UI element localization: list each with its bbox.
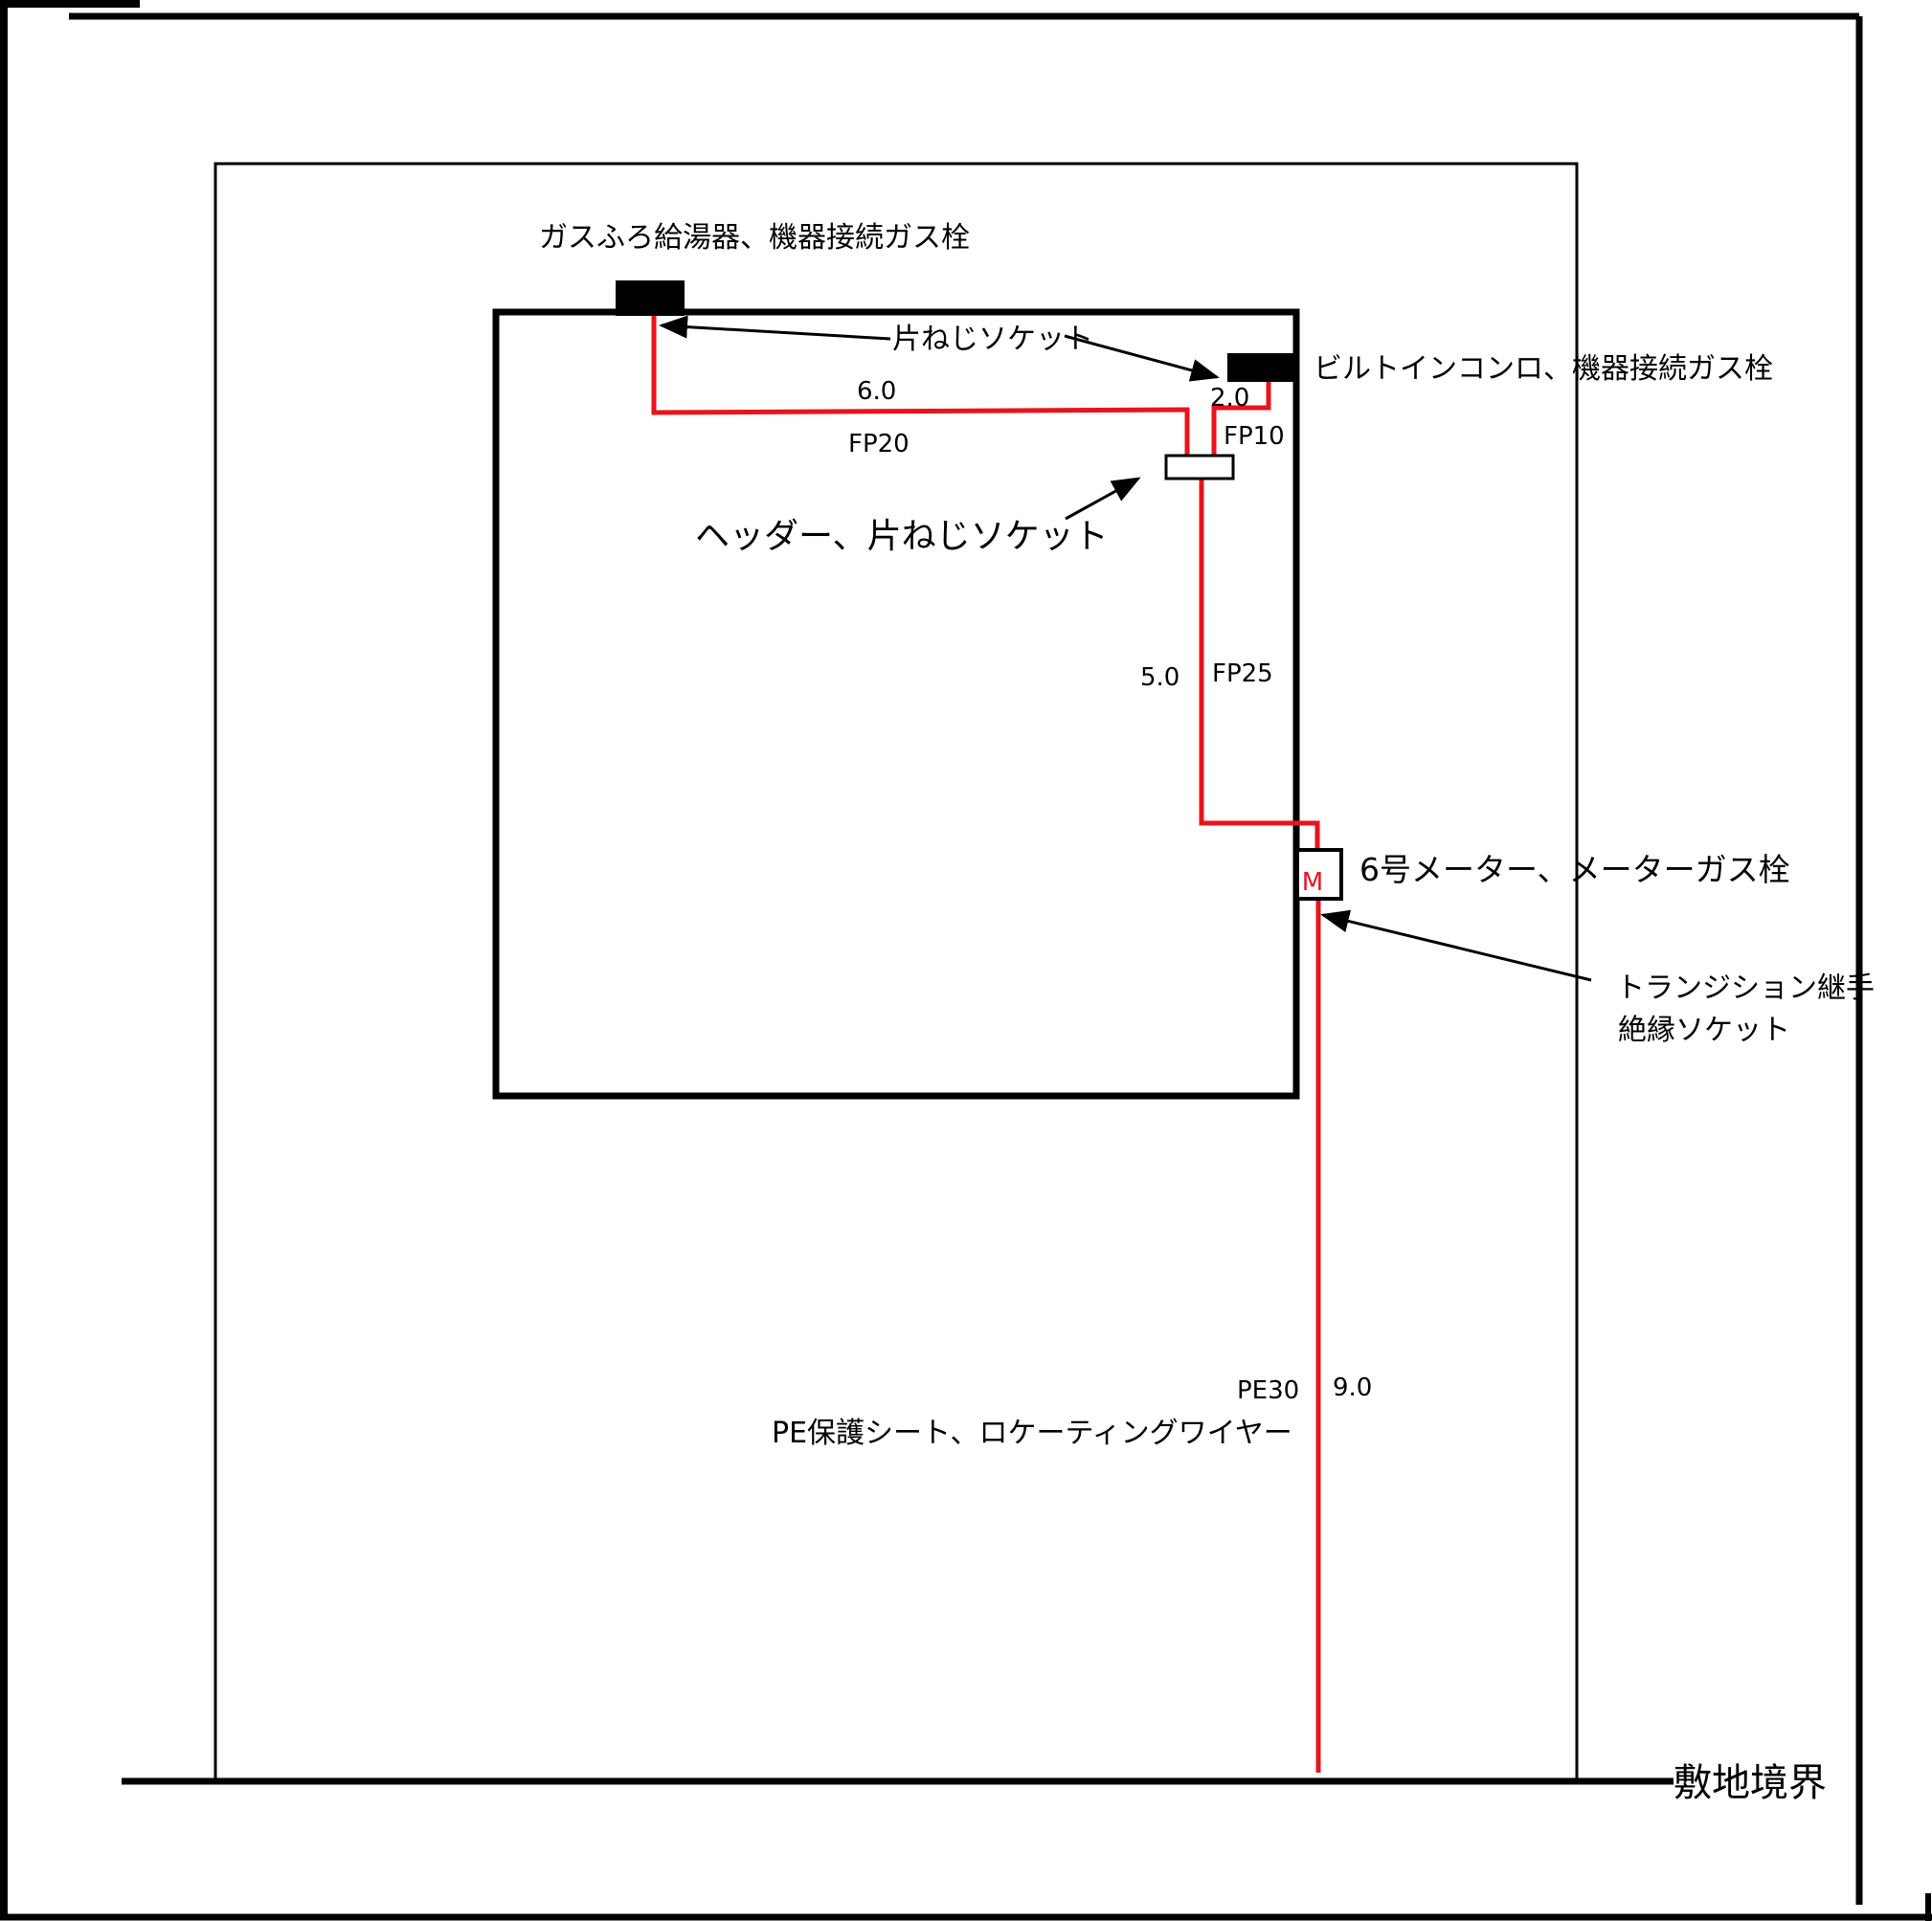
meter-symbol: M — [1302, 868, 1323, 897]
water-heater-label: ガスふろ給湯器、機器接続ガス栓 — [539, 221, 970, 255]
site-boundary-label: 敷地境界 — [1674, 1761, 1827, 1805]
fp25-type-label: FP25 — [1212, 659, 1273, 688]
arrow-to-header — [1065, 477, 1141, 521]
fp25-length-label: 5.0 — [1140, 663, 1179, 692]
fp20-length-label: 6.0 — [857, 377, 896, 406]
fp10-type-label: FP10 — [1224, 422, 1285, 451]
arrow-to-water-heater-socket — [659, 315, 891, 341]
arrow-to-stove-socket — [1064, 334, 1220, 382]
single-thread-socket-label: 片ねじソケット — [892, 323, 1093, 356]
pe30-length-label: 9.0 — [1333, 1374, 1372, 1402]
arrow-to-transition — [1320, 909, 1592, 982]
transition-joint-label: トランジション継手 — [1616, 972, 1875, 1005]
header-socket-label: ヘッダー、片ねじソケット — [695, 517, 1109, 556]
pipe-fp10 — [1211, 381, 1271, 456]
fp20-type-label: FP20 — [848, 430, 910, 458]
pe-protection-sheet-label: PE保護シート、ロケーティングワイヤー — [772, 1417, 1292, 1450]
gas-meter — [1295, 848, 1343, 901]
water-heater-valve — [616, 280, 685, 316]
header-fitting — [1164, 454, 1235, 480]
insulating-socket-label: 絶縁ソケット — [1618, 1014, 1790, 1047]
building-outline — [492, 308, 1300, 1100]
site-outline — [213, 162, 1579, 1783]
pe30-type-label: PE30 — [1237, 1376, 1299, 1405]
meter-label: 6号メーター、メーターガス栓 — [1359, 851, 1790, 888]
builtin-stove-label: ビルトインコンロ、機器接続ガス栓 — [1314, 352, 1773, 386]
builtin-stove-valve — [1227, 353, 1296, 382]
fp10-length-label: 2.0 — [1210, 384, 1249, 413]
pipe-fp25 — [1199, 479, 1320, 851]
pipe-fp20 — [651, 301, 1190, 456]
